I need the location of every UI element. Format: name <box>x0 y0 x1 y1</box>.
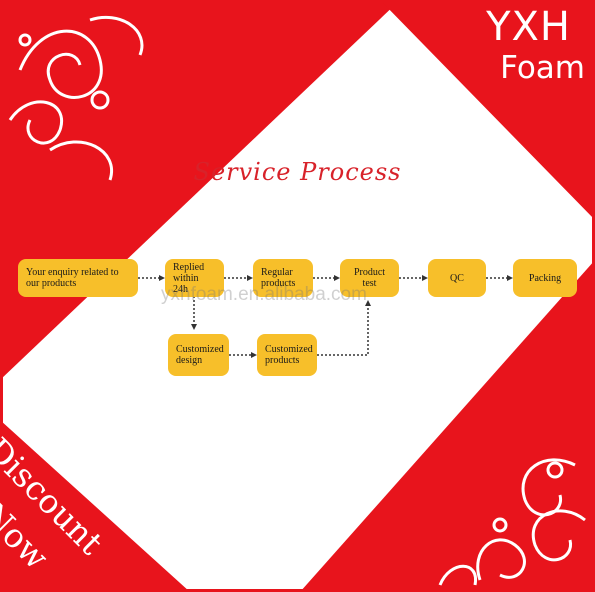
step-qc: QC <box>428 259 486 297</box>
step-packing: Packing <box>513 259 577 297</box>
frame-top-right <box>380 0 595 220</box>
frame-bottom-left <box>0 420 190 592</box>
step-regular-products: Regular products <box>253 259 313 297</box>
diagram-title: Service Process <box>193 158 402 186</box>
step-product-test: Product test <box>340 259 399 297</box>
brand-name-foam: Foam <box>500 50 585 86</box>
frame-top-left <box>0 0 400 380</box>
brand-name-yxh: YXH <box>486 4 571 50</box>
flow-arrowheads <box>159 275 513 358</box>
flow-connectors <box>138 277 510 356</box>
step-enquiry: Your enquiry related to our products <box>18 259 138 297</box>
step-customized-products: Customized products <box>257 334 317 376</box>
step-customized-design: Customized design <box>168 334 229 376</box>
lace-ornament-top-left <box>8 15 144 181</box>
frame-bottom-right <box>300 260 595 592</box>
watermark: yxhfoam.en.alibaba.com <box>161 284 367 305</box>
step-replied: Replied within 24h <box>165 259 224 297</box>
lace-ornament-bottom-right <box>438 458 586 586</box>
